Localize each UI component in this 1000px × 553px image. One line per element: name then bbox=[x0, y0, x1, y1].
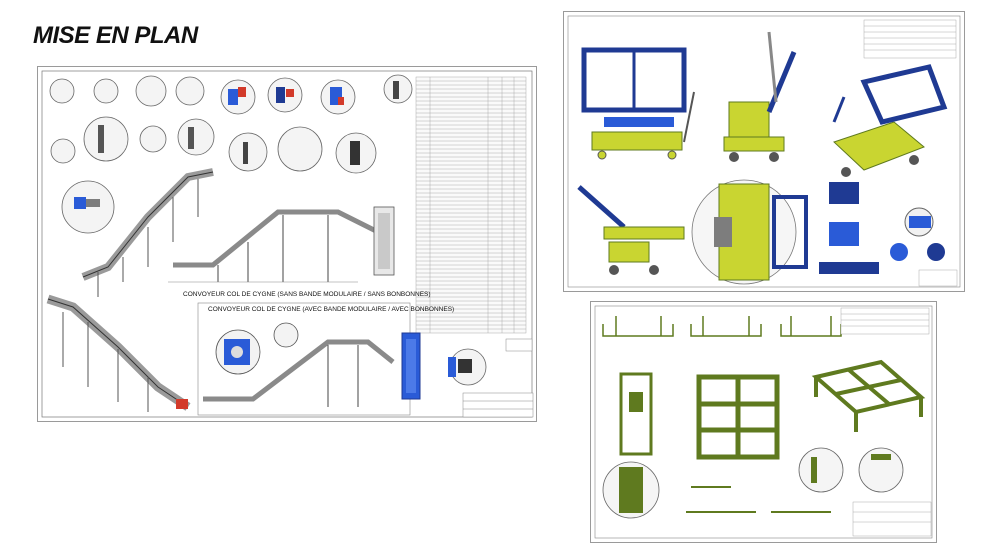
lift-iso-view bbox=[832, 64, 948, 177]
title-block-sheet1 bbox=[462, 338, 534, 418]
frame-plan-view bbox=[696, 374, 780, 460]
frame-profile-views bbox=[686, 486, 831, 513]
lift-tilted-view bbox=[577, 185, 685, 275]
conveyor-caption-top: CONVOYEUR COL DE CYGNE (SANS BANDE MODUL… bbox=[183, 291, 431, 298]
frame-section-views bbox=[602, 316, 842, 337]
lift-front-view bbox=[581, 47, 695, 160]
page-title: MISE EN PLAN bbox=[33, 22, 198, 49]
lift-table-drawing-svg bbox=[567, 15, 961, 288]
lower-detail-circles bbox=[215, 322, 299, 375]
conveyor-caption-bottom: CONVOYEUR COL DE CYGNE (AVEC BANDE MODUL… bbox=[208, 306, 455, 313]
drawing-sheet-frame bbox=[590, 301, 937, 543]
drawing-sheet-lift-table bbox=[563, 11, 965, 292]
frame-title-block bbox=[840, 307, 932, 537]
conveyor-end-view bbox=[373, 206, 395, 276]
drawing-sheet-conveyor: CONVOYEUR COL DE CYGNE (SANS BANDE MODUL… bbox=[37, 66, 537, 422]
conveyor-drawing-svg bbox=[41, 70, 534, 418]
frame-iso-view bbox=[811, 359, 926, 432]
lower-right-detail bbox=[448, 348, 487, 386]
conveyor-iso-bottom bbox=[46, 294, 191, 412]
conveyor-iso-top bbox=[81, 168, 214, 297]
lift-top-view-circle bbox=[691, 179, 808, 285]
detail-circles-row bbox=[49, 74, 413, 234]
lift-side-view bbox=[723, 31, 797, 162]
frame-drawing-svg bbox=[594, 305, 933, 539]
parts-list-table bbox=[415, 76, 527, 334]
detail-color-parts bbox=[74, 81, 399, 209]
conveyor-lower-end-view bbox=[401, 332, 421, 400]
lift-details-right bbox=[819, 182, 945, 274]
conveyor-side-elevation bbox=[168, 209, 380, 283]
lift-parts-table bbox=[863, 19, 958, 287]
frame-left-elevation bbox=[619, 372, 653, 456]
conveyor-lower-elevation bbox=[203, 339, 395, 407]
